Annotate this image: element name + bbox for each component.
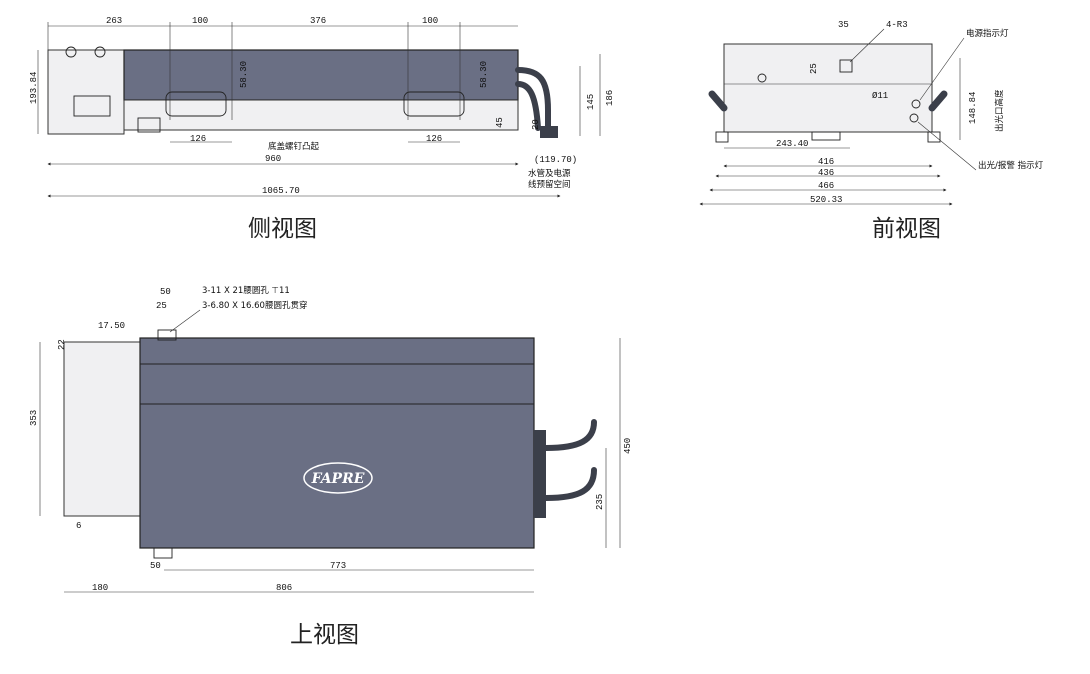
fapre-logo: [303, 462, 373, 494]
side-dim-h5: 45: [495, 117, 505, 128]
front-dim-25: 25: [809, 63, 819, 74]
side-lower-panel: [123, 99, 519, 131]
side-view-title: 侧视图: [248, 216, 317, 242]
top-electrical-box: [63, 341, 141, 517]
side-dim-a: 263: [106, 16, 122, 26]
front-view-title: 前视图: [872, 216, 941, 242]
front-dim-466: 466: [818, 181, 834, 191]
top-dim-1750: 17.50: [98, 321, 125, 331]
top-dim-50b: 50: [150, 561, 161, 571]
side-handle-right: [403, 91, 465, 117]
top-brand: FAPRE: [311, 471, 365, 487]
top-dim-22: 22: [57, 339, 67, 350]
front-note-output-height: 出光口高度: [994, 89, 1005, 132]
side-dim-c: 376: [310, 16, 326, 26]
top-dim-235: 235: [595, 494, 605, 510]
side-dim-h-left: 193.84: [29, 72, 39, 104]
top-view-title: 上视图: [290, 622, 359, 648]
front-dim-35: 35: [838, 20, 849, 30]
front-note-power-indicator: 电源指示灯: [966, 28, 1009, 39]
side-electrical-box: [47, 49, 125, 135]
side-view: 263 100 376 100 193.84 58.30 58.30 145 1…: [29, 16, 615, 242]
front-dim-phi: Ø11: [872, 91, 888, 101]
top-dim-50: 50: [160, 287, 171, 297]
side-dim-960: 960: [265, 154, 281, 164]
top-note-hole2: 3-6.80 X 16.60腰圆孔贯穿: [202, 300, 307, 311]
side-dim-clearance: (119.70): [534, 155, 577, 165]
front-view: 35 4-R3 25 Ø11 电源指示灯 148.84 出光口高度 出光/报警 …: [699, 20, 1044, 242]
side-note-bottom-nut: 底盖螺钉凸起: [268, 141, 320, 152]
side-dim-h1: 58.30: [239, 61, 249, 88]
front-dim-436: 436: [818, 168, 834, 178]
side-dim-d: 100: [422, 16, 438, 26]
side-note-pipe-space-2: 线预留空间: [528, 179, 571, 190]
front-dim-416: 416: [818, 157, 834, 167]
top-dim-180: 180: [92, 583, 108, 593]
side-note-pipe-space-1: 水管及电源: [528, 168, 571, 179]
top-note-hole1: 3-11 X 21腰圆孔 ⊤11: [202, 286, 290, 296]
side-dim-w2: 126: [426, 134, 442, 144]
top-dim-25: 25: [156, 301, 167, 311]
top-main-body: [139, 337, 535, 549]
side-dim-h2: 58.30: [479, 61, 489, 88]
top-dim-806: 806: [276, 583, 292, 593]
side-dim-h4: 186: [605, 90, 615, 106]
top-dim-450: 450: [623, 438, 633, 454]
top-dim-773: 773: [330, 561, 346, 571]
side-handle-left: [165, 91, 227, 117]
front-note-out-indicator: 出光/报警 指示灯: [978, 160, 1044, 171]
front-dim-243: 243.40: [776, 139, 808, 149]
front-dim-r3: 4-R3: [886, 20, 908, 30]
side-dim-h3: 145: [586, 94, 596, 110]
top-dim-353: 353: [29, 410, 39, 426]
side-dim-b: 100: [192, 16, 208, 26]
front-dim-520: 520.33: [810, 195, 842, 205]
side-dim-h6: 20: [531, 119, 541, 130]
front-dim-h: 148.84: [968, 92, 978, 124]
top-view: FAPRE 50 25 3-11 X 21腰圆孔 ⊤11 3-6.80 X 16…: [29, 286, 633, 648]
side-dim-w1: 126: [190, 134, 206, 144]
top-dim-6: 6: [76, 521, 81, 531]
side-dim-total: 1065.70: [262, 186, 300, 196]
front-body: [723, 43, 933, 133]
